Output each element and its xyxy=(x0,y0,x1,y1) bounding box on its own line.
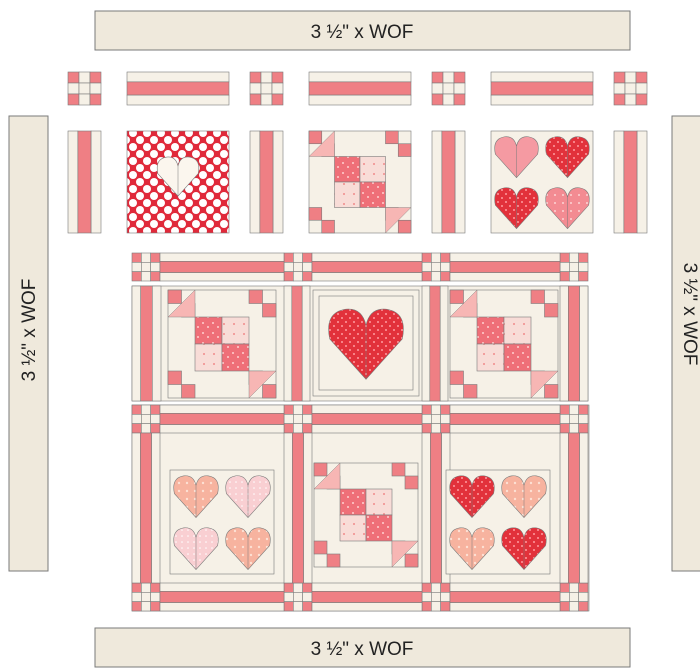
block-row-bottom xyxy=(132,405,589,611)
right-strip: 3 ½" x WOF xyxy=(672,116,700,571)
sashing-strip xyxy=(284,433,312,583)
sashing-strip xyxy=(160,405,284,433)
top-strip: 3 ½" x WOF xyxy=(95,11,630,50)
sashing-strip xyxy=(560,286,588,401)
cornerstone xyxy=(560,583,588,611)
sashing-strip xyxy=(312,405,422,433)
sashing-strip xyxy=(450,583,560,611)
cornerstone xyxy=(132,253,160,281)
sashing-strip xyxy=(127,72,229,105)
sashing-strip xyxy=(309,72,411,105)
block-row-top xyxy=(68,131,647,233)
sashing-strip xyxy=(250,131,283,233)
sashing-strip xyxy=(132,286,161,401)
sashing-strip xyxy=(450,253,560,281)
sashing-strip xyxy=(312,583,422,611)
top-strip-label: 3 ½" x WOF xyxy=(311,22,414,43)
sashing-row-middle xyxy=(132,253,588,281)
cornerstone xyxy=(422,583,450,611)
four-heart-block xyxy=(170,470,274,574)
cornerstone xyxy=(284,253,312,281)
cornerstone xyxy=(132,405,160,433)
cornerstone xyxy=(250,72,283,105)
sashing-strip xyxy=(450,405,560,433)
cornerstone xyxy=(560,405,588,433)
sashing-strip xyxy=(422,286,448,401)
cornerstone xyxy=(68,72,101,105)
cornerstone xyxy=(432,72,465,105)
sashing-strip xyxy=(160,253,284,281)
cornerstone xyxy=(422,253,450,281)
sashing-strip xyxy=(160,583,284,611)
cornerstone xyxy=(422,405,450,433)
block-row-middle xyxy=(132,286,588,401)
sashing-strip xyxy=(132,433,160,583)
four-patch-star-block xyxy=(309,131,411,233)
four-patch-star-block xyxy=(314,463,418,567)
right-strip-label: 3 ½" x WOF xyxy=(679,263,700,366)
sashing-strip xyxy=(614,131,647,233)
sashing-strip xyxy=(284,286,310,401)
bottom-strip: 3 ½" x WOF xyxy=(95,628,630,667)
cornerstone xyxy=(284,583,312,611)
left-strip-label: 3 ½" x WOF xyxy=(19,279,40,382)
left-strip: 3 ½" x WOF xyxy=(9,116,48,571)
sashing-strip xyxy=(560,433,588,583)
heart-block xyxy=(313,290,419,396)
cornerstone xyxy=(614,72,647,105)
cornerstone xyxy=(284,405,312,433)
bottom-strip-label: 3 ½" x WOF xyxy=(311,639,414,660)
sashing-strip xyxy=(312,253,422,281)
sashing-strip xyxy=(432,131,465,233)
sashing-row-top xyxy=(68,72,647,105)
sashing-strip xyxy=(491,72,593,105)
four-heart-block xyxy=(446,470,550,574)
four-heart-block xyxy=(491,131,593,233)
four-patch-star-block xyxy=(450,290,558,398)
cornerstone xyxy=(560,253,588,281)
sashing-strip xyxy=(68,131,101,233)
polka-dot-heart-block xyxy=(127,131,229,233)
cornerstone xyxy=(132,583,160,611)
four-patch-star-block xyxy=(168,290,276,398)
